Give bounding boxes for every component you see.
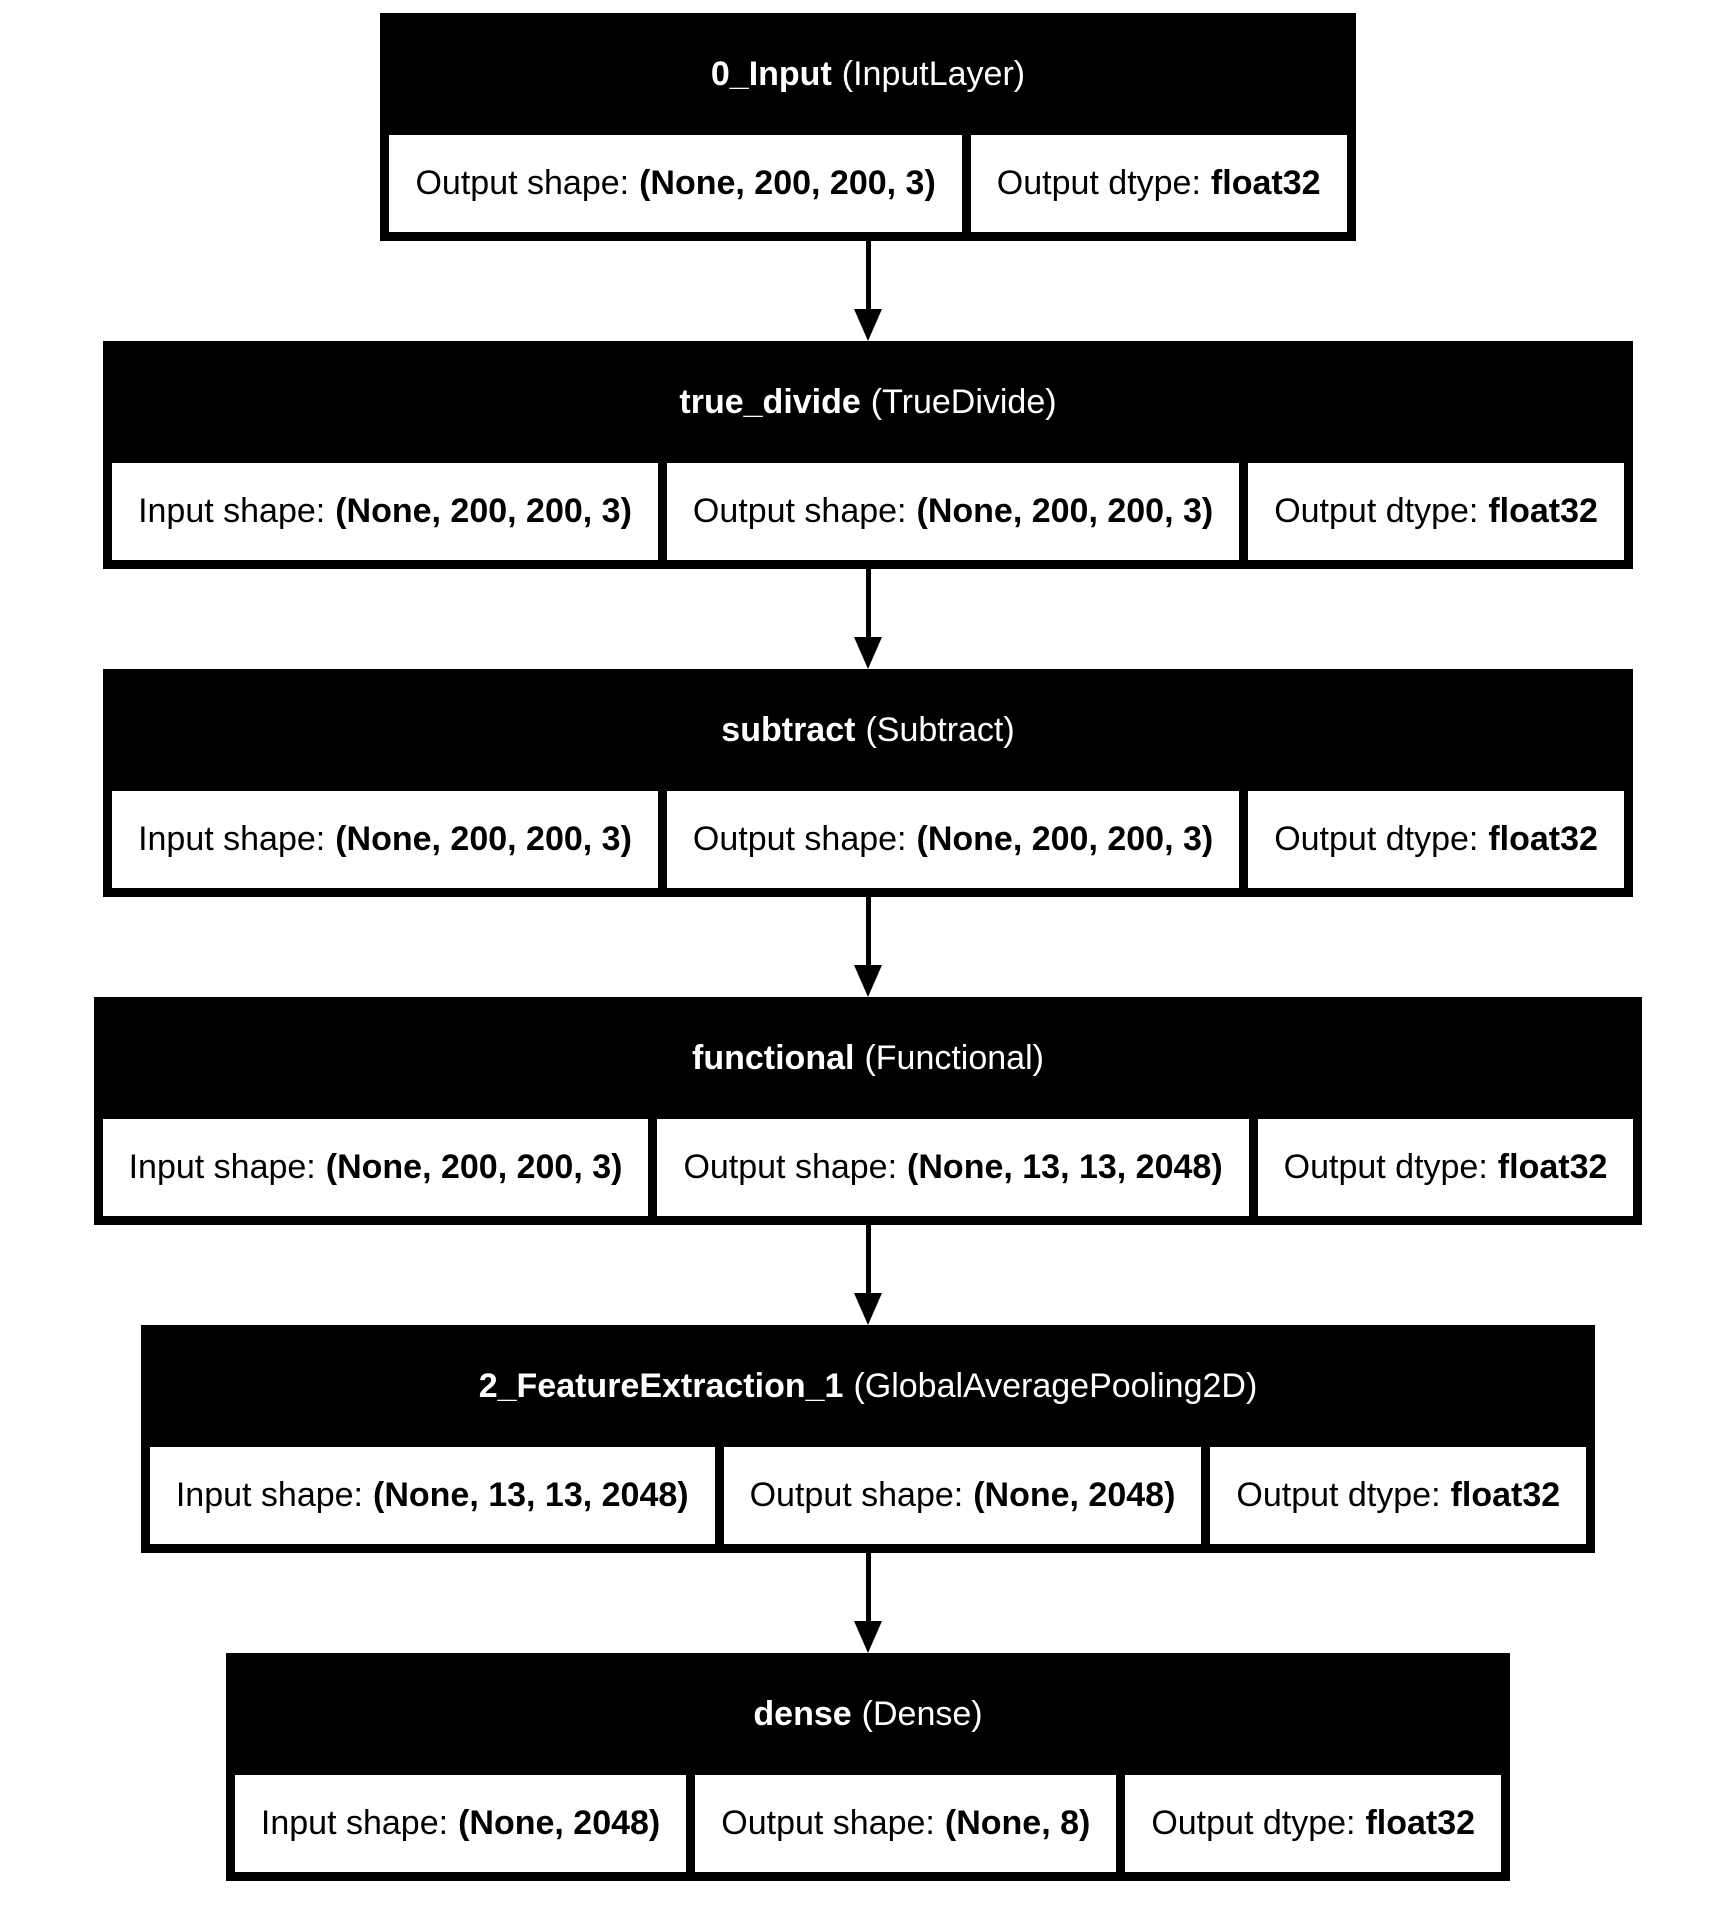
cell-label: Output shape: — [692, 492, 907, 530]
cell-value: float32 — [1365, 1804, 1476, 1842]
cell-value: (None, 8) — [944, 1804, 1091, 1842]
edge-line — [865, 569, 871, 637]
layer-title: subtract (Subtract) — [112, 669, 1624, 791]
input-shape-cell: Input shape: (None, 200, 200, 3) — [102, 1119, 649, 1216]
layer-name: 0_Input — [710, 54, 832, 93]
layer-cells: Input shape: (None, 13, 13, 2048) Output… — [149, 1447, 1587, 1544]
output-dtype-cell: Output dtype: float32 — [1125, 1775, 1502, 1872]
node-0-input: 0_Input (InputLayer) Output shape: (None… — [380, 13, 1356, 241]
cell-label: Output shape: — [721, 1804, 935, 1842]
layer-title: true_divide (TrueDivide) — [112, 341, 1624, 463]
edge-connector — [854, 1553, 882, 1653]
arrow-down-icon — [854, 965, 882, 997]
output-dtype-cell: Output dtype: float32 — [1257, 1119, 1634, 1216]
arrow-down-icon — [854, 1293, 882, 1325]
input-shape-cell: Input shape: (None, 13, 13, 2048) — [149, 1447, 715, 1544]
edge-line — [865, 1225, 871, 1293]
input-shape-cell: Input shape: (None, 200, 200, 3) — [112, 791, 658, 888]
cell-label: Output shape: — [692, 820, 907, 858]
layer-cells: Input shape: (None, 200, 200, 3) Output … — [112, 463, 1624, 560]
cell-label: Output shape: — [683, 1148, 898, 1186]
arrow-down-icon — [854, 309, 882, 341]
cell-label: Input shape: — [128, 1148, 316, 1186]
edge-line — [865, 897, 871, 965]
layer-type: (Subtract) — [865, 710, 1015, 749]
node-true-divide: true_divide (TrueDivide) Input shape: (N… — [103, 341, 1633, 569]
layer-title: dense (Dense) — [235, 1653, 1501, 1775]
cell-label: Output dtype: — [996, 164, 1201, 202]
cell-value: float32 — [1488, 492, 1598, 530]
node-subtract: subtract (Subtract) Input shape: (None, … — [103, 669, 1633, 897]
output-shape-cell: Output shape: (None, 2048) — [723, 1447, 1202, 1544]
cell-value: float32 — [1210, 164, 1321, 202]
cell-label: Output dtype: — [1274, 492, 1479, 530]
edge-connector — [854, 897, 882, 997]
output-shape-cell: Output shape: (None, 200, 200, 3) — [666, 791, 1240, 888]
edge-line — [865, 1553, 871, 1621]
cell-value: (None, 13, 13, 2048) — [373, 1476, 689, 1514]
cell-label: Output dtype: — [1151, 1804, 1356, 1842]
cell-value: (None, 2048) — [458, 1804, 661, 1842]
layer-title: 2_FeatureExtraction_1 (GlobalAveragePool… — [150, 1325, 1586, 1447]
input-shape-cell: Input shape: (None, 200, 200, 3) — [112, 463, 658, 560]
output-shape-cell: Output shape: (None, 13, 13, 2048) — [657, 1119, 1249, 1216]
layer-type: (Dense) — [861, 1694, 983, 1733]
layer-type: (TrueDivide) — [870, 382, 1057, 421]
node-dense: dense (Dense) Input shape: (None, 2048) … — [225, 1653, 1511, 1881]
cell-value: (None, 2048) — [973, 1476, 1176, 1514]
layer-type: (Functional) — [864, 1038, 1044, 1077]
cell-value: float32 — [1450, 1476, 1561, 1514]
cell-value: float32 — [1488, 820, 1598, 858]
cell-label: Output shape: — [749, 1476, 964, 1514]
cell-label: Input shape: — [260, 1804, 449, 1842]
cell-label: Output dtype: — [1283, 1148, 1488, 1186]
layer-cells: Output shape: (None, 200, 200, 3) Output… — [389, 135, 1347, 232]
layer-name: true_divide — [679, 382, 861, 421]
layer-cells: Input shape: (None, 2048) Output shape: … — [234, 1775, 1502, 1872]
output-shape-cell: Output shape: (None, 8) — [695, 1775, 1117, 1872]
cell-value: (None, 200, 200, 3) — [335, 492, 632, 530]
edge-connector — [854, 241, 882, 341]
cell-label: Output dtype: — [1274, 820, 1479, 858]
layer-title: functional (Functional) — [103, 997, 1634, 1119]
layer-name: 2_FeatureExtraction_1 — [478, 1366, 844, 1405]
arrow-down-icon — [854, 637, 882, 669]
layer-type: (GlobalAveragePooling2D) — [853, 1366, 1258, 1405]
output-shape-cell: Output shape: (None, 200, 200, 3) — [666, 463, 1240, 560]
cell-label: Input shape: — [175, 1476, 363, 1514]
arrow-down-icon — [854, 1621, 882, 1653]
edge-connector — [854, 1225, 882, 1325]
edge-line — [865, 241, 871, 309]
layer-type: (InputLayer) — [841, 54, 1026, 93]
layer-name: dense — [753, 1694, 852, 1733]
output-shape-cell: Output shape: (None, 200, 200, 3) — [389, 135, 962, 232]
layer-cells: Input shape: (None, 200, 200, 3) Output … — [102, 1119, 1634, 1216]
cell-label: Output dtype: — [1236, 1476, 1441, 1514]
input-shape-cell: Input shape: (None, 2048) — [234, 1775, 687, 1872]
cell-value: (None, 200, 200, 3) — [916, 492, 1214, 530]
layer-title: 0_Input (InputLayer) — [389, 13, 1346, 135]
layer-name: functional — [692, 1038, 855, 1077]
cell-value: (None, 200, 200, 3) — [639, 164, 936, 202]
cell-value: (None, 200, 200, 3) — [916, 820, 1214, 858]
cell-value: (None, 200, 200, 3) — [335, 820, 632, 858]
output-dtype-cell: Output dtype: float32 — [1210, 1447, 1587, 1544]
cell-label: Input shape: — [138, 820, 326, 858]
node-2-featureextraction-1: 2_FeatureExtraction_1 (GlobalAveragePool… — [140, 1325, 1596, 1553]
layer-cells: Input shape: (None, 200, 200, 3) Output … — [112, 791, 1624, 888]
output-dtype-cell: Output dtype: float32 — [1248, 791, 1624, 888]
cell-value: float32 — [1497, 1148, 1608, 1186]
output-dtype-cell: Output dtype: float32 — [1248, 463, 1624, 560]
cell-value: (None, 13, 13, 2048) — [907, 1148, 1223, 1186]
output-dtype-cell: Output dtype: float32 — [970, 135, 1347, 232]
layer-name: subtract — [721, 710, 856, 749]
cell-label: Output shape: — [415, 164, 630, 202]
edge-connector — [854, 569, 882, 669]
node-functional: functional (Functional) Input shape: (No… — [93, 997, 1643, 1225]
cell-label: Input shape: — [138, 492, 326, 530]
cell-value: (None, 200, 200, 3) — [325, 1148, 623, 1186]
